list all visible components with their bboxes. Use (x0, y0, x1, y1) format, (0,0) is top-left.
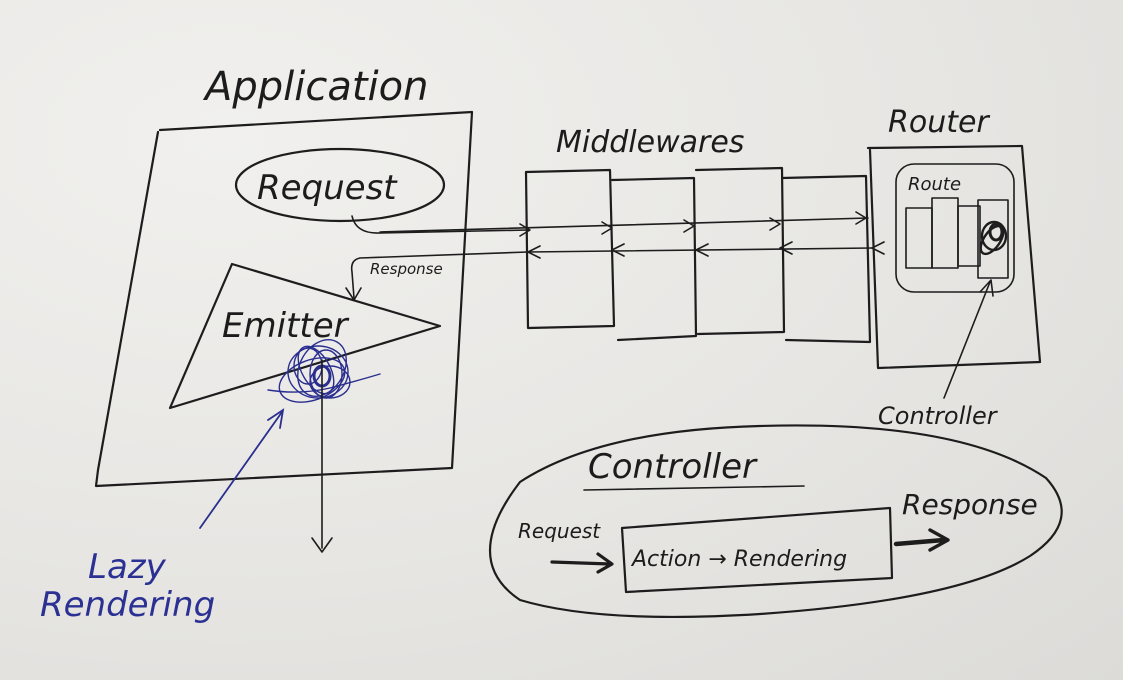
application-box (94, 110, 474, 488)
request-label: Request (257, 168, 398, 208)
router-box (866, 144, 1042, 370)
controller-request-label: Request (518, 519, 601, 543)
controller-title-underline (583, 485, 805, 491)
emitter-node (168, 262, 442, 410)
controller-response-arrow (893, 537, 947, 547)
middleware-box-3 (694, 166, 786, 336)
request-flow-line (379, 217, 869, 233)
controller-response-arrowhead (928, 528, 950, 552)
controller-outline (489, 424, 1063, 619)
output-arrowhead (311, 537, 333, 553)
controller-title: Controller (588, 447, 758, 487)
request-node (234, 147, 446, 223)
controller-request-arrowhead (596, 552, 614, 574)
lazy-label-line2: Rendering (40, 585, 215, 625)
response-arrowhead (345, 287, 362, 301)
controller-pointer-label: Controller (878, 402, 999, 430)
middleware-chain (524, 166, 872, 344)
route-internal-stack (905, 197, 1009, 279)
middleware-box-4 (780, 174, 872, 344)
response-arrow (350, 251, 529, 299)
controller-scribble (979, 220, 1008, 256)
controller-pointer-head (979, 279, 994, 297)
application-label: Application (202, 64, 429, 110)
middleware-box-1 (524, 168, 616, 330)
lazy-rendering-scribble (267, 339, 381, 403)
response-flow-line (527, 247, 873, 253)
lazy-label-line1: Lazy (88, 547, 167, 587)
middleware-box-2 (610, 176, 698, 342)
response-small-label: Response (370, 260, 443, 278)
controller-response-label: Response (902, 488, 1038, 521)
lazy-pointer (199, 411, 283, 529)
route-label: Route (908, 174, 961, 195)
route-box (895, 163, 1015, 293)
action-rendering-box (620, 506, 894, 594)
request-line (351, 215, 529, 234)
middlewares-label: Middlewares (556, 125, 744, 160)
lazy-pointer-head (267, 408, 285, 429)
flow-arrowheads (519, 211, 885, 259)
controller-pointer (943, 281, 991, 399)
router-label: Router (888, 105, 990, 140)
controller-request-arrow (550, 560, 612, 566)
action-rendering-label: Action → Rendering (630, 547, 847, 572)
